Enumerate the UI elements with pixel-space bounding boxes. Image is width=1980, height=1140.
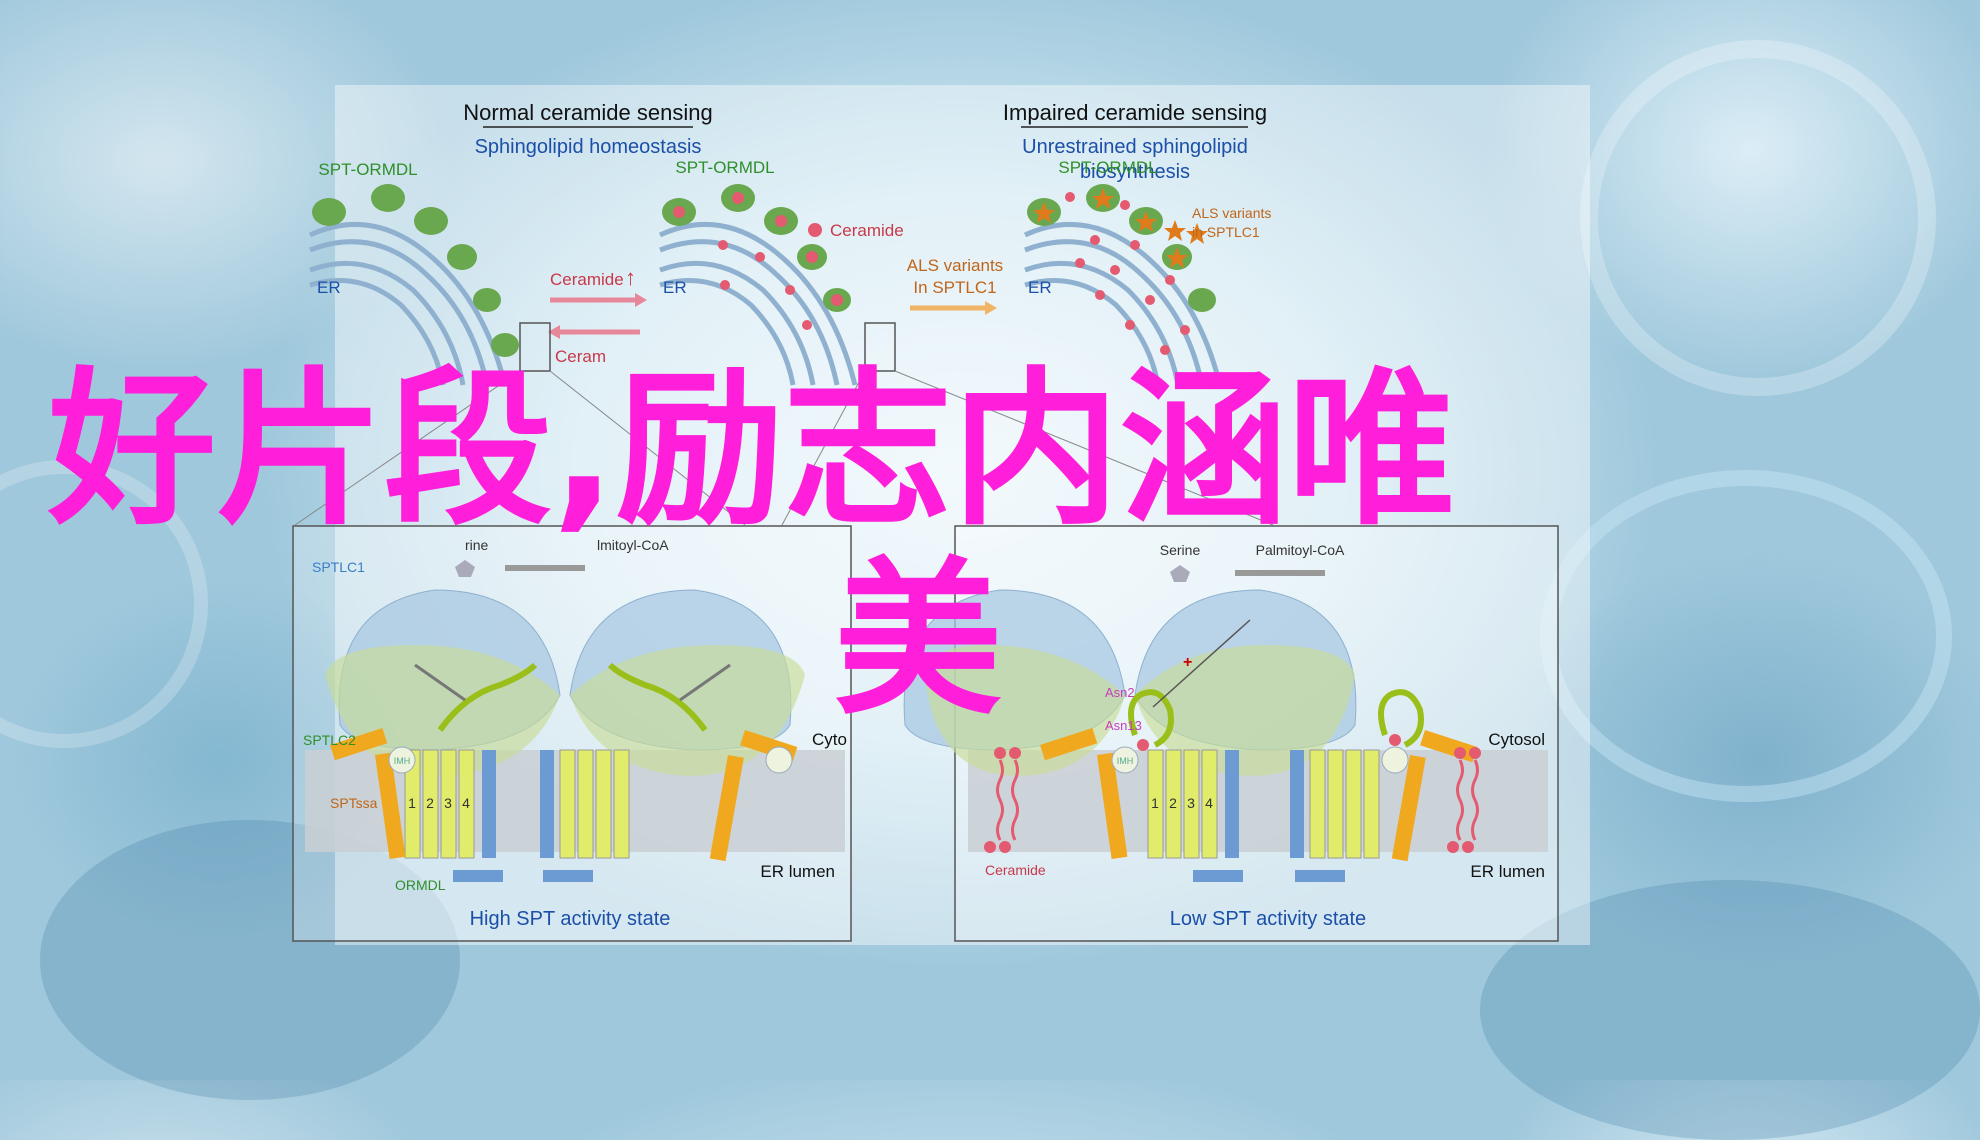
palmitoyl-coa-label-left: lmitoyl-CoA xyxy=(597,537,669,553)
star-legend-icon xyxy=(1164,220,1186,241)
zoom-box-middle xyxy=(864,322,896,372)
als-arrowhead xyxy=(985,301,997,315)
ceramide-forward-arrowhead xyxy=(635,293,647,307)
helix-2-label-right: 2 xyxy=(1169,795,1177,811)
palmitoyl-chain-right xyxy=(1235,570,1325,576)
er-label-right: ER xyxy=(1028,278,1052,297)
normal-heading: Normal ceramide sensing xyxy=(463,100,712,125)
ceramide-arrow-label: Ceramide xyxy=(550,270,624,289)
ceramide-label-bottom: Ceramide xyxy=(985,862,1046,878)
zoom-line-mid-a xyxy=(781,370,866,526)
asn13-label: Asn13 xyxy=(1105,718,1142,733)
palmitoyl-coa-label-right: Palmitoyl-CoA xyxy=(1256,542,1345,558)
helix-3-label-left: 3 xyxy=(444,795,452,811)
normal-subheading: Sphingolipid homeostasis xyxy=(475,136,702,158)
helix-1-label-left: 1 xyxy=(408,795,416,811)
er-membrane-left xyxy=(308,221,508,386)
ceramide-legend-label: Ceramide xyxy=(830,221,904,240)
impaired-subheading-line1: Unrestrained sphingolipid xyxy=(1022,136,1248,158)
imh-label-left: IMH xyxy=(394,756,411,766)
tm-helices-left xyxy=(330,662,798,882)
ceramide-back-arrowhead xyxy=(548,325,560,339)
ceramide-lipids-right xyxy=(996,759,1479,841)
helix-4-label-right: 4 xyxy=(1205,795,1213,811)
helix-2-label-left: 2 xyxy=(426,795,434,811)
sptssa-label: SPTssa xyxy=(330,795,378,811)
zoom-line-mid-b xyxy=(894,370,1274,526)
er-label-left: ER xyxy=(317,278,341,297)
helix-3-label-right: 3 xyxy=(1187,795,1195,811)
asn2-label: Asn2 xyxy=(1105,685,1135,700)
impaired-subheading-line2: biosynthesis xyxy=(1080,161,1190,183)
spt-ormdl-complexes-left xyxy=(312,184,519,357)
svg-text:+: + xyxy=(1183,654,1192,671)
spt-ormdl-complexes-middle xyxy=(662,184,851,312)
low-activity-caption: Low SPT activity state xyxy=(1170,908,1366,930)
er-lumen-label-left: ER lumen xyxy=(760,862,835,881)
cytosol-label-left: Cyto xyxy=(812,730,847,749)
cytosol-label-right: Cytosol xyxy=(1488,730,1545,749)
serine-label-right: Serine xyxy=(1160,542,1201,558)
impaired-heading: Impaired ceramide sensing xyxy=(1003,100,1267,125)
serine-icon-right xyxy=(1170,565,1190,582)
ceramide-dots-right xyxy=(1065,192,1190,355)
ormdl-label: ORMDL xyxy=(395,877,446,893)
serine-label-left: rine xyxy=(465,537,489,553)
serine-icon-left xyxy=(455,560,475,577)
sptlc1-label: SPTLC1 xyxy=(312,559,365,575)
scientific-figure: Normal ceramide sensing Sphingolipid hom… xyxy=(292,85,1590,945)
tm-helices-right: + xyxy=(1039,619,1478,882)
ceramide-up-arrow: ↑ xyxy=(625,265,636,290)
helix-4-label-left: 4 xyxy=(462,795,470,811)
spt-ormdl-label-middle: SPT-ORMDL xyxy=(675,158,774,177)
als-legend-line1: ALS variants xyxy=(1192,205,1271,221)
ceramide-sensing-diagram: Normal ceramide sensing Sphingolipid hom… xyxy=(292,100,1559,942)
er-label-middle: ER xyxy=(663,278,687,297)
als-variants-label-line2: In SPTLC1 xyxy=(913,278,996,297)
ceramide-heads-right xyxy=(984,747,1481,853)
als-variants-label-line1: ALS variants xyxy=(907,256,1003,275)
spt-ormdl-label-left: SPT-ORMDL xyxy=(318,160,417,179)
ceramide-legend-dot xyxy=(808,223,822,237)
als-variant-stars xyxy=(1033,188,1208,268)
zoom-box-left xyxy=(519,322,551,372)
helix-1-label-right: 1 xyxy=(1151,795,1159,811)
als-legend-line2: in SPTLC1 xyxy=(1192,224,1260,240)
imh-label-right: IMH xyxy=(1117,756,1134,766)
spt-ormdl-label-right: SPT-ORMDL xyxy=(1058,158,1157,177)
er-membrane-middle xyxy=(658,221,858,386)
high-activity-caption: High SPT activity state xyxy=(470,908,671,930)
ceramide-dots-middle xyxy=(673,192,843,330)
er-membrane-right xyxy=(1023,221,1223,386)
zoom-line-left-a xyxy=(294,370,521,526)
ceramide-cut-label: Ceram xyxy=(555,347,606,366)
zoom-line-left-b xyxy=(549,370,746,526)
palmitoyl-chain-left xyxy=(505,565,585,571)
er-lumen-label-right: ER lumen xyxy=(1470,862,1545,881)
sptlc2-label: SPTLC2 xyxy=(303,732,356,748)
